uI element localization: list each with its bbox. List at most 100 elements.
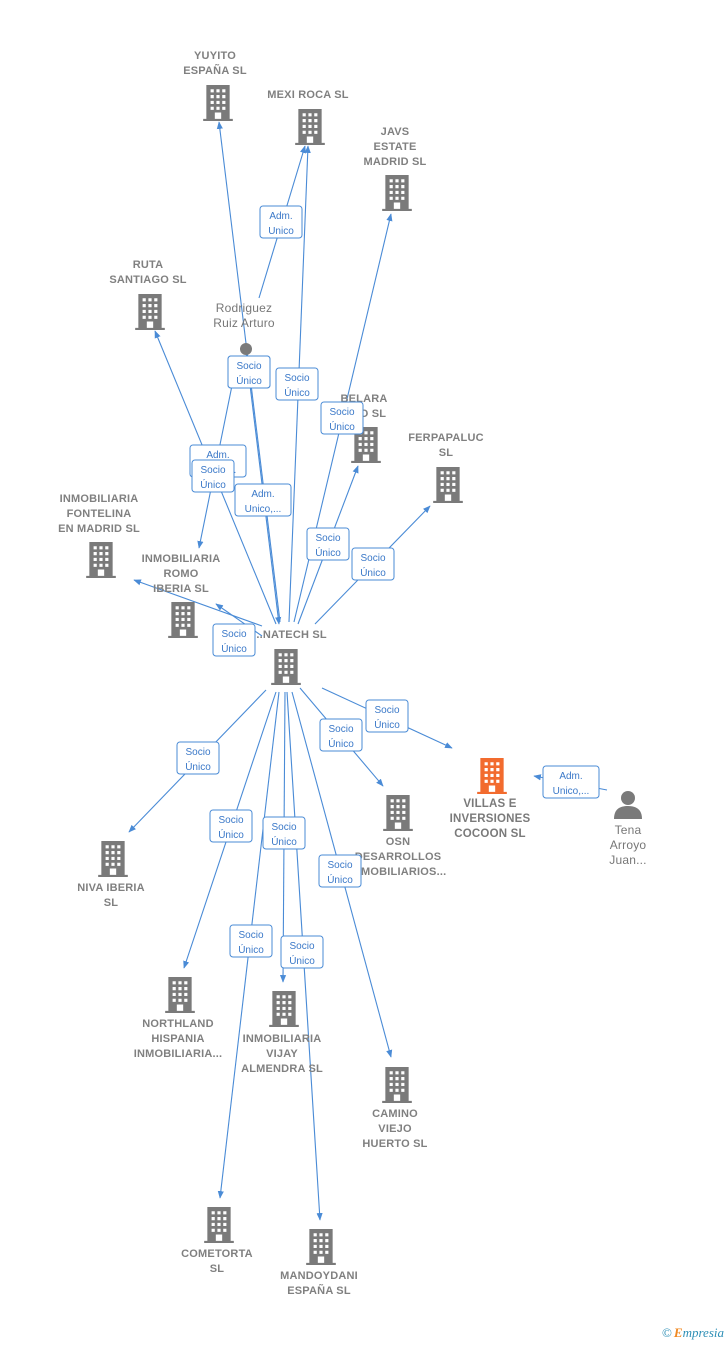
edge-badge-text: Socio [236, 361, 261, 372]
node-label-line: COCOON SL [454, 828, 525, 840]
node-label-line: VILLAS E [463, 798, 516, 810]
building-icon [477, 758, 507, 794]
node-label-line: ...NATECH SL [253, 629, 327, 641]
edge-badge[interactable]: Adm.Unico,... [234, 483, 292, 517]
edge-badge-text: Único [289, 954, 315, 967]
edge-badge[interactable]: Adm.Unico,... [542, 765, 600, 799]
node-label-line: RUTA [133, 259, 164, 271]
edge-badge-text: Único [315, 546, 341, 559]
node-label-line: VIEJO [378, 1123, 412, 1135]
edge-badge-text: Único [221, 642, 247, 655]
edge-badge-box [280, 935, 324, 969]
edge-badge-text: Unico [268, 226, 294, 237]
edge-badge-text: Único [200, 478, 226, 491]
node-label-line: ESPAÑA SL [287, 1284, 351, 1297]
edge-badge-text: Adm. [269, 211, 292, 222]
node-label-line: SL [439, 447, 454, 459]
node-label-line: INMOBILIARIA [142, 553, 221, 565]
node-label-line: SL [210, 1263, 225, 1275]
node-mexiroca[interactable]: MEXI ROCA SL [267, 89, 349, 145]
person-icon [614, 791, 642, 819]
edge-badge-text: Socio [185, 747, 210, 758]
edge-badge[interactable]: Adm. Unico [259, 205, 303, 239]
brand-logo-e: E [673, 1325, 683, 1340]
edge-badge-text: Único [329, 420, 355, 433]
edge-badge-text: Socio [289, 941, 314, 952]
building-icon [269, 991, 299, 1027]
node-label-line: FONTELINA [67, 508, 132, 520]
node-label-line: SL [104, 897, 119, 909]
edge-badge-box [212, 623, 256, 657]
node-natech[interactable]: ...NATECH SL [253, 629, 327, 685]
brand-logo-text: mpresia [682, 1325, 724, 1340]
node-label-line: Ruiz Arturo [213, 316, 275, 330]
node-label-line: OSN [386, 836, 410, 848]
node-label-line: INMOBILIARIOS... [350, 866, 447, 878]
node-label-line: MADRID SL [364, 156, 427, 168]
edge-badge-text: Socio [360, 553, 385, 564]
edge-badge-text: Único [238, 943, 264, 956]
edge-badge-text: Adm. [251, 489, 274, 500]
building-icon [135, 294, 165, 330]
edge-badge-box [191, 459, 235, 493]
node-label: MEXI ROCA SL [267, 89, 349, 101]
building-icon [98, 841, 128, 877]
edge-badge-text: Único [271, 835, 297, 848]
edge-badge-box [227, 355, 271, 389]
edge-badge-text: Único [236, 374, 262, 387]
edge-badge-text: Socio [218, 815, 243, 826]
edge-badge-text: Socio [329, 407, 354, 418]
node-label-line: MEXI ROCA SL [267, 89, 349, 101]
edge-badge-text: Socio [221, 629, 246, 640]
edge-badge-text: Socio [284, 373, 309, 384]
building-icon [383, 795, 413, 831]
edge-badge-text: Adm. [206, 450, 229, 461]
edge-badge-text: Único [185, 760, 211, 773]
edge-badge-text: Único [360, 566, 386, 579]
brand-footer[interactable]: ©Empresia [662, 1325, 724, 1341]
